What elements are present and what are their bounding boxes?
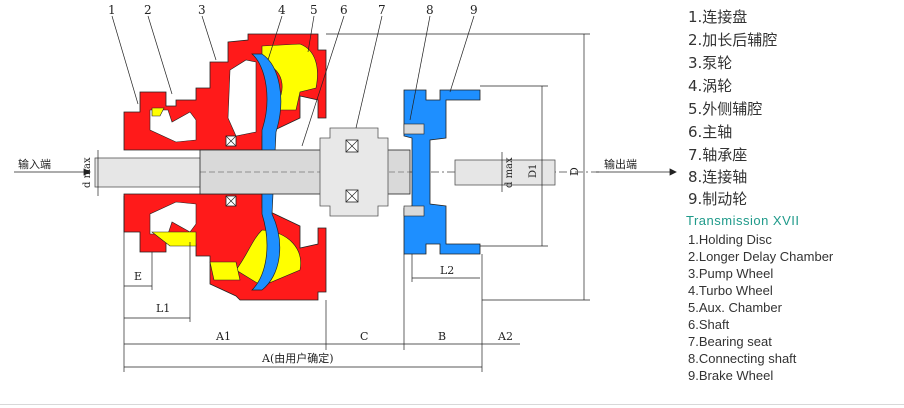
bearing-seat — [319, 127, 389, 217]
cavity-top-2 — [227, 59, 257, 137]
dim-A: A(由用户确定) — [261, 351, 334, 365]
legend-en-5: 5.Aux. Chamber — [688, 300, 782, 315]
legend-en-1: 1.Holding Disc — [688, 232, 772, 247]
legend-en-6: 6.Shaft — [688, 317, 730, 332]
coupling-cross-section-diagram: 1 2 3 4 5 6 7 8 9 d max d max D1 D E L1 … — [14, 3, 677, 372]
part-number-2: 2 — [144, 3, 152, 17]
dim-L2: L2 — [440, 264, 454, 277]
legend: 1.连接盘 2.加长后辅腔 3.泵轮 4.涡轮 5.外侧辅腔 6.主轴 7.轴承… — [682, 0, 904, 408]
oil-top-small — [151, 107, 165, 117]
legend-en-2: 2.Longer Delay Chamber — [688, 249, 834, 264]
dim-A2: A2 — [497, 330, 513, 343]
leader-lines — [111, 15, 475, 147]
part-number-5: 5 — [310, 3, 318, 17]
part-number-9: 9 — [470, 3, 478, 17]
dim-D: D — [568, 167, 581, 176]
legend-cn-9: 9.制动轮 — [688, 190, 748, 208]
dimension-lines — [97, 33, 590, 372]
legend-cn-7: 7.轴承座 — [688, 146, 748, 164]
legend-cn-5: 5.外侧辅腔 — [688, 100, 763, 118]
dim-dmax-right: d max — [504, 157, 515, 188]
brake-hub-top — [403, 123, 425, 135]
legend-en-7: 7.Bearing seat — [688, 334, 772, 349]
input-arrow — [14, 168, 91, 176]
part-number-7: 7 — [378, 3, 386, 17]
output-shaft — [454, 159, 556, 186]
legend-en-3: 3.Pump Wheel — [688, 266, 774, 281]
bottom-divider — [0, 404, 904, 405]
output-arrow — [596, 168, 677, 176]
legend-cn-8: 8.连接轴 — [688, 168, 748, 186]
dim-E: E — [134, 270, 142, 283]
part-number-6: 6 — [340, 3, 348, 17]
part-number-3: 3 — [198, 3, 206, 17]
legend-cn-3: 3.泵轮 — [688, 54, 733, 72]
part-number-8: 8 — [426, 3, 434, 17]
legend-cn-4: 4.涡轮 — [688, 77, 733, 95]
legend-cn-1: 1.连接盘 — [688, 8, 748, 26]
legend-cn-2: 2.加长后辅腔 — [688, 31, 778, 49]
dim-B: B — [438, 330, 446, 343]
dim-D1: D1 — [528, 164, 539, 178]
legend-cn-6: 6.主轴 — [688, 123, 733, 141]
oil-bottom-mid — [209, 261, 241, 281]
legend-en-9: 9.Brake Wheel — [688, 368, 774, 383]
oil-bottom-left — [151, 231, 197, 247]
part-number-4: 4 — [278, 3, 286, 17]
legend-en-4: 4.Turbo Wheel — [688, 283, 773, 298]
part-number-1: 1 — [108, 3, 116, 17]
input-label: 输入端 — [18, 157, 51, 171]
brake-hub-bottom — [403, 205, 425, 217]
dim-L1: L1 — [156, 302, 170, 315]
legend-english-title: Transmission XVII — [686, 213, 800, 228]
output-label: 输出端 — [604, 157, 637, 171]
legend-en-8: 8.Connecting shaft — [688, 351, 797, 366]
dim-C: C — [360, 330, 368, 343]
dim-A1: A1 — [215, 330, 231, 343]
